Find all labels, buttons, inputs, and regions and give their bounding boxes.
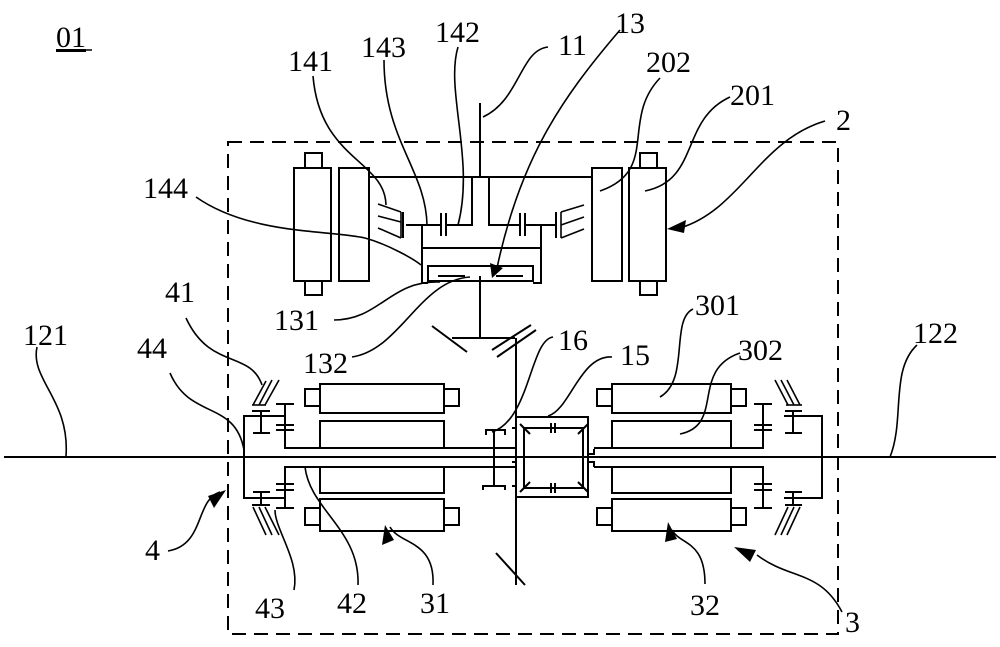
motor-31-rotor-top xyxy=(320,421,444,448)
motor-rotor-tab-top xyxy=(305,153,322,168)
arrow-3 xyxy=(734,547,756,562)
bevel-gear-set xyxy=(432,325,536,585)
label-16: 16 xyxy=(558,324,588,357)
brake-r-bot-hatch-2 xyxy=(781,507,794,535)
motor-2 xyxy=(592,153,666,295)
brake-right-hatch-3 xyxy=(561,229,584,238)
label-122: 122 xyxy=(913,317,958,350)
label-43: 43 xyxy=(255,592,285,625)
motor-31-tab-r-top xyxy=(443,389,459,406)
motor-rotor-tab-bottom xyxy=(305,281,322,295)
motor-stator-inner xyxy=(339,168,369,281)
input-assembly xyxy=(369,103,592,338)
leader-132 xyxy=(352,277,470,357)
motor-32-rotor-bottom xyxy=(612,467,731,493)
motor-201-tab-bottom xyxy=(640,281,657,295)
leader-15 xyxy=(548,357,612,416)
rotor-shaft-31-bot xyxy=(285,467,320,483)
motor-31-stator-bottom xyxy=(320,499,444,531)
rotor-shaft-31-top xyxy=(285,430,320,448)
label-202: 202 xyxy=(646,46,691,79)
leader-lines xyxy=(36,30,917,612)
gear-16-bottom xyxy=(483,486,505,490)
brake-r-hatch-3 xyxy=(787,380,800,405)
leader-43 xyxy=(275,510,295,590)
leader-11 xyxy=(483,47,548,117)
brake-43-hatch-1 xyxy=(253,507,266,535)
motor-31-tab-l-top xyxy=(305,389,321,406)
motor-32-tab-l-top xyxy=(597,389,613,406)
leader-121 xyxy=(36,347,66,456)
motor-201-tab-top xyxy=(640,153,657,168)
label-142: 142 xyxy=(435,16,480,49)
brake-r-bot-hatch-1 xyxy=(775,507,788,535)
label-3: 3 xyxy=(845,606,860,639)
rotor-shaft-32-top xyxy=(731,430,763,448)
label-144: 144 xyxy=(143,172,188,205)
motor-31-tab-r-bot xyxy=(443,508,459,525)
label-132: 132 xyxy=(303,347,348,380)
gear-16 xyxy=(483,428,516,490)
leader-44 xyxy=(170,373,244,450)
brake-141-hatch-3 xyxy=(378,228,401,238)
figure-title: 01 xyxy=(56,21,86,54)
arrow-2 xyxy=(667,220,686,233)
motor-32-rotor-top-302 xyxy=(612,421,731,448)
brake-41-hatch-1 xyxy=(253,381,266,405)
label-31: 31 xyxy=(420,587,450,620)
bevel-gear-bottom xyxy=(496,553,525,585)
label-121: 121 xyxy=(23,319,68,352)
motor-stator-outer xyxy=(294,168,331,281)
motor-32-stator-bottom xyxy=(612,499,731,531)
brake-right-hatch-1 xyxy=(561,205,584,212)
hub-left xyxy=(445,177,472,225)
label-143: 143 xyxy=(361,31,406,64)
label-13: 13 xyxy=(615,7,645,40)
label-131: 131 xyxy=(274,304,319,337)
motor-32-tab-l-bot xyxy=(597,508,613,525)
brake-right-hatch-2 xyxy=(561,217,584,225)
brake-141-hatch-2 xyxy=(378,216,401,222)
carrier-frame-right xyxy=(533,225,541,283)
label-4: 4 xyxy=(145,534,160,567)
leader-2 xyxy=(680,121,825,228)
label-42: 42 xyxy=(337,587,367,620)
motor-32-tab-r-bot xyxy=(730,508,746,525)
motor-31-stator-top xyxy=(320,384,444,413)
leader-32 xyxy=(672,530,705,584)
label-141: 141 xyxy=(288,45,333,78)
label-301: 301 xyxy=(695,289,740,322)
brake-r-bot-hatch-3 xyxy=(787,507,800,535)
label-15: 15 xyxy=(620,339,650,372)
label-32: 32 xyxy=(690,589,720,622)
rotor-shaft-32-bot xyxy=(731,467,763,483)
leader-122 xyxy=(890,345,917,457)
leader-3 xyxy=(757,555,842,612)
label-44: 44 xyxy=(137,332,167,365)
motor-31-tab-l-bot xyxy=(305,508,321,525)
label-302: 302 xyxy=(738,334,783,367)
leader-142 xyxy=(455,47,464,225)
label-11: 11 xyxy=(558,29,587,62)
label-41: 41 xyxy=(165,276,195,309)
motor-32-tab-r-top xyxy=(730,389,746,406)
brake-41-hatch-3 xyxy=(265,380,279,405)
leader-31 xyxy=(390,527,433,585)
motor-202 xyxy=(592,168,622,281)
brake-r-hatch-2 xyxy=(781,380,794,405)
label-201: 201 xyxy=(730,79,775,112)
motor-31-rotor-bottom xyxy=(320,467,444,493)
brake-r-hatch-1 xyxy=(775,380,788,405)
brake-141-hatch-1 xyxy=(378,204,401,212)
reference-labels: 141 143 142 11 13 202 201 2 144 41 131 1… xyxy=(23,7,958,639)
brake-43-hatch-2 xyxy=(259,507,272,535)
motor-32-stator-top-301 xyxy=(612,384,731,413)
leader-41 xyxy=(186,318,262,385)
label-2: 2 xyxy=(836,104,851,137)
left-upper-motor xyxy=(294,153,369,295)
